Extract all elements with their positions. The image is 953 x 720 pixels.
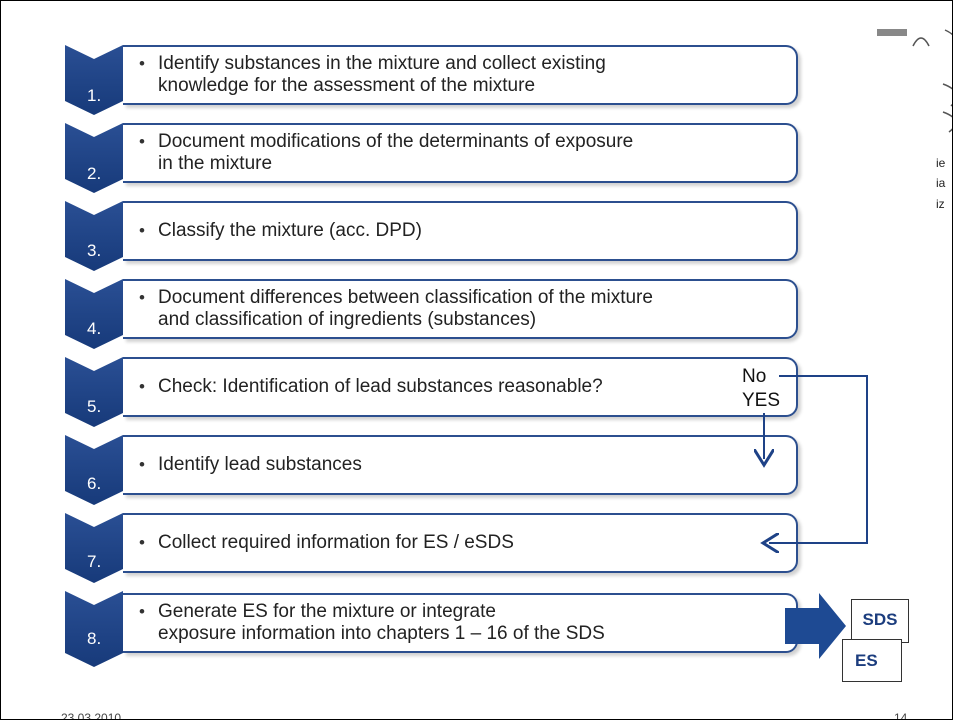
step-text-4: • Document differences between classifica… bbox=[139, 287, 653, 331]
sds-document-icon: SDS bbox=[851, 599, 909, 643]
step-number-2: 2. bbox=[87, 164, 102, 183]
no-label: No bbox=[742, 366, 767, 387]
bullet-icon: • bbox=[139, 288, 145, 307]
step-number-7: 7. bbox=[87, 552, 102, 571]
step-label-3: Classify the mixture (acc. DPD) bbox=[158, 220, 422, 241]
step-number-6: 6. bbox=[87, 474, 102, 493]
footer-page-number: 14 bbox=[894, 711, 908, 720]
step-box-7: • Collect required information for ES / e… bbox=[123, 513, 798, 573]
step-text-6: • Identify lead substances bbox=[139, 454, 362, 476]
step-box-3: • Classify the mixture (acc. DPD) bbox=[123, 201, 798, 261]
footer-date: 23.03.2010 bbox=[61, 711, 122, 720]
bullet-icon: • bbox=[139, 54, 145, 73]
yes-label: YES bbox=[742, 390, 781, 411]
es-label: ES bbox=[855, 651, 878, 670]
step-label-5: Check: Identification of lead substances… bbox=[158, 376, 603, 397]
step-text-2: • Document modifications of the determina… bbox=[139, 131, 634, 175]
step-box-5: • Check: Identification of lead substance… bbox=[123, 357, 798, 417]
step-box-4: • Document differences between classifica… bbox=[123, 279, 798, 339]
step-chevron-6 bbox=[65, 435, 123, 505]
logo-swirl-icon bbox=[912, 29, 952, 133]
step-chevron-7 bbox=[65, 513, 123, 583]
es-document-icon: ES bbox=[842, 639, 902, 682]
step-label-2: Document modifications of the determinan… bbox=[158, 131, 634, 174]
logo-mark bbox=[877, 26, 952, 136]
bullet-icon: • bbox=[139, 455, 145, 474]
step-label-8: Generate ES for the mixture or integrate… bbox=[158, 601, 605, 644]
step-label-4: Document differences between classificat… bbox=[158, 287, 653, 330]
step-number-3: 3. bbox=[87, 241, 102, 260]
step-text-7: • Collect required information for ES / e… bbox=[139, 532, 514, 554]
step-text-1: • Identify substances in the mixture and … bbox=[139, 53, 606, 97]
step-text-5: • Check: Identification of lead substance… bbox=[139, 376, 603, 398]
step-number-5: 5. bbox=[87, 397, 102, 416]
step-box-2: • Document modifications of the determina… bbox=[123, 123, 798, 183]
step-number-4: 4. bbox=[87, 319, 102, 338]
step-text-3: • Classify the mixture (acc. DPD) bbox=[139, 220, 422, 242]
logo-text-2: ia bbox=[936, 176, 946, 190]
step-text-8: • Generate ES for the mixture or integrat… bbox=[139, 601, 605, 645]
logo-text-1: ie bbox=[936, 156, 946, 170]
step-label-6: Identify lead substances bbox=[158, 454, 362, 475]
bullet-icon: • bbox=[139, 377, 145, 396]
bullet-icon: • bbox=[139, 221, 145, 240]
step-number-8: 8. bbox=[87, 629, 102, 648]
sds-label: SDS bbox=[862, 610, 898, 629]
step-box-8: • Generate ES for the mixture or integrat… bbox=[123, 593, 798, 653]
step-box-6: • Identify lead substances bbox=[123, 435, 798, 495]
bullet-icon: • bbox=[139, 602, 145, 621]
step-number-1: 1. bbox=[87, 86, 102, 105]
step-label-7: Collect required information for ES / eS… bbox=[158, 532, 514, 553]
logo-text-3: iz bbox=[936, 197, 945, 211]
bullet-icon: • bbox=[139, 132, 145, 151]
step-box-1: • Identify substances in the mixture and … bbox=[123, 45, 798, 105]
step-label-1: Identify substances in the mixture and c… bbox=[158, 53, 606, 96]
bullet-icon: • bbox=[139, 533, 145, 552]
